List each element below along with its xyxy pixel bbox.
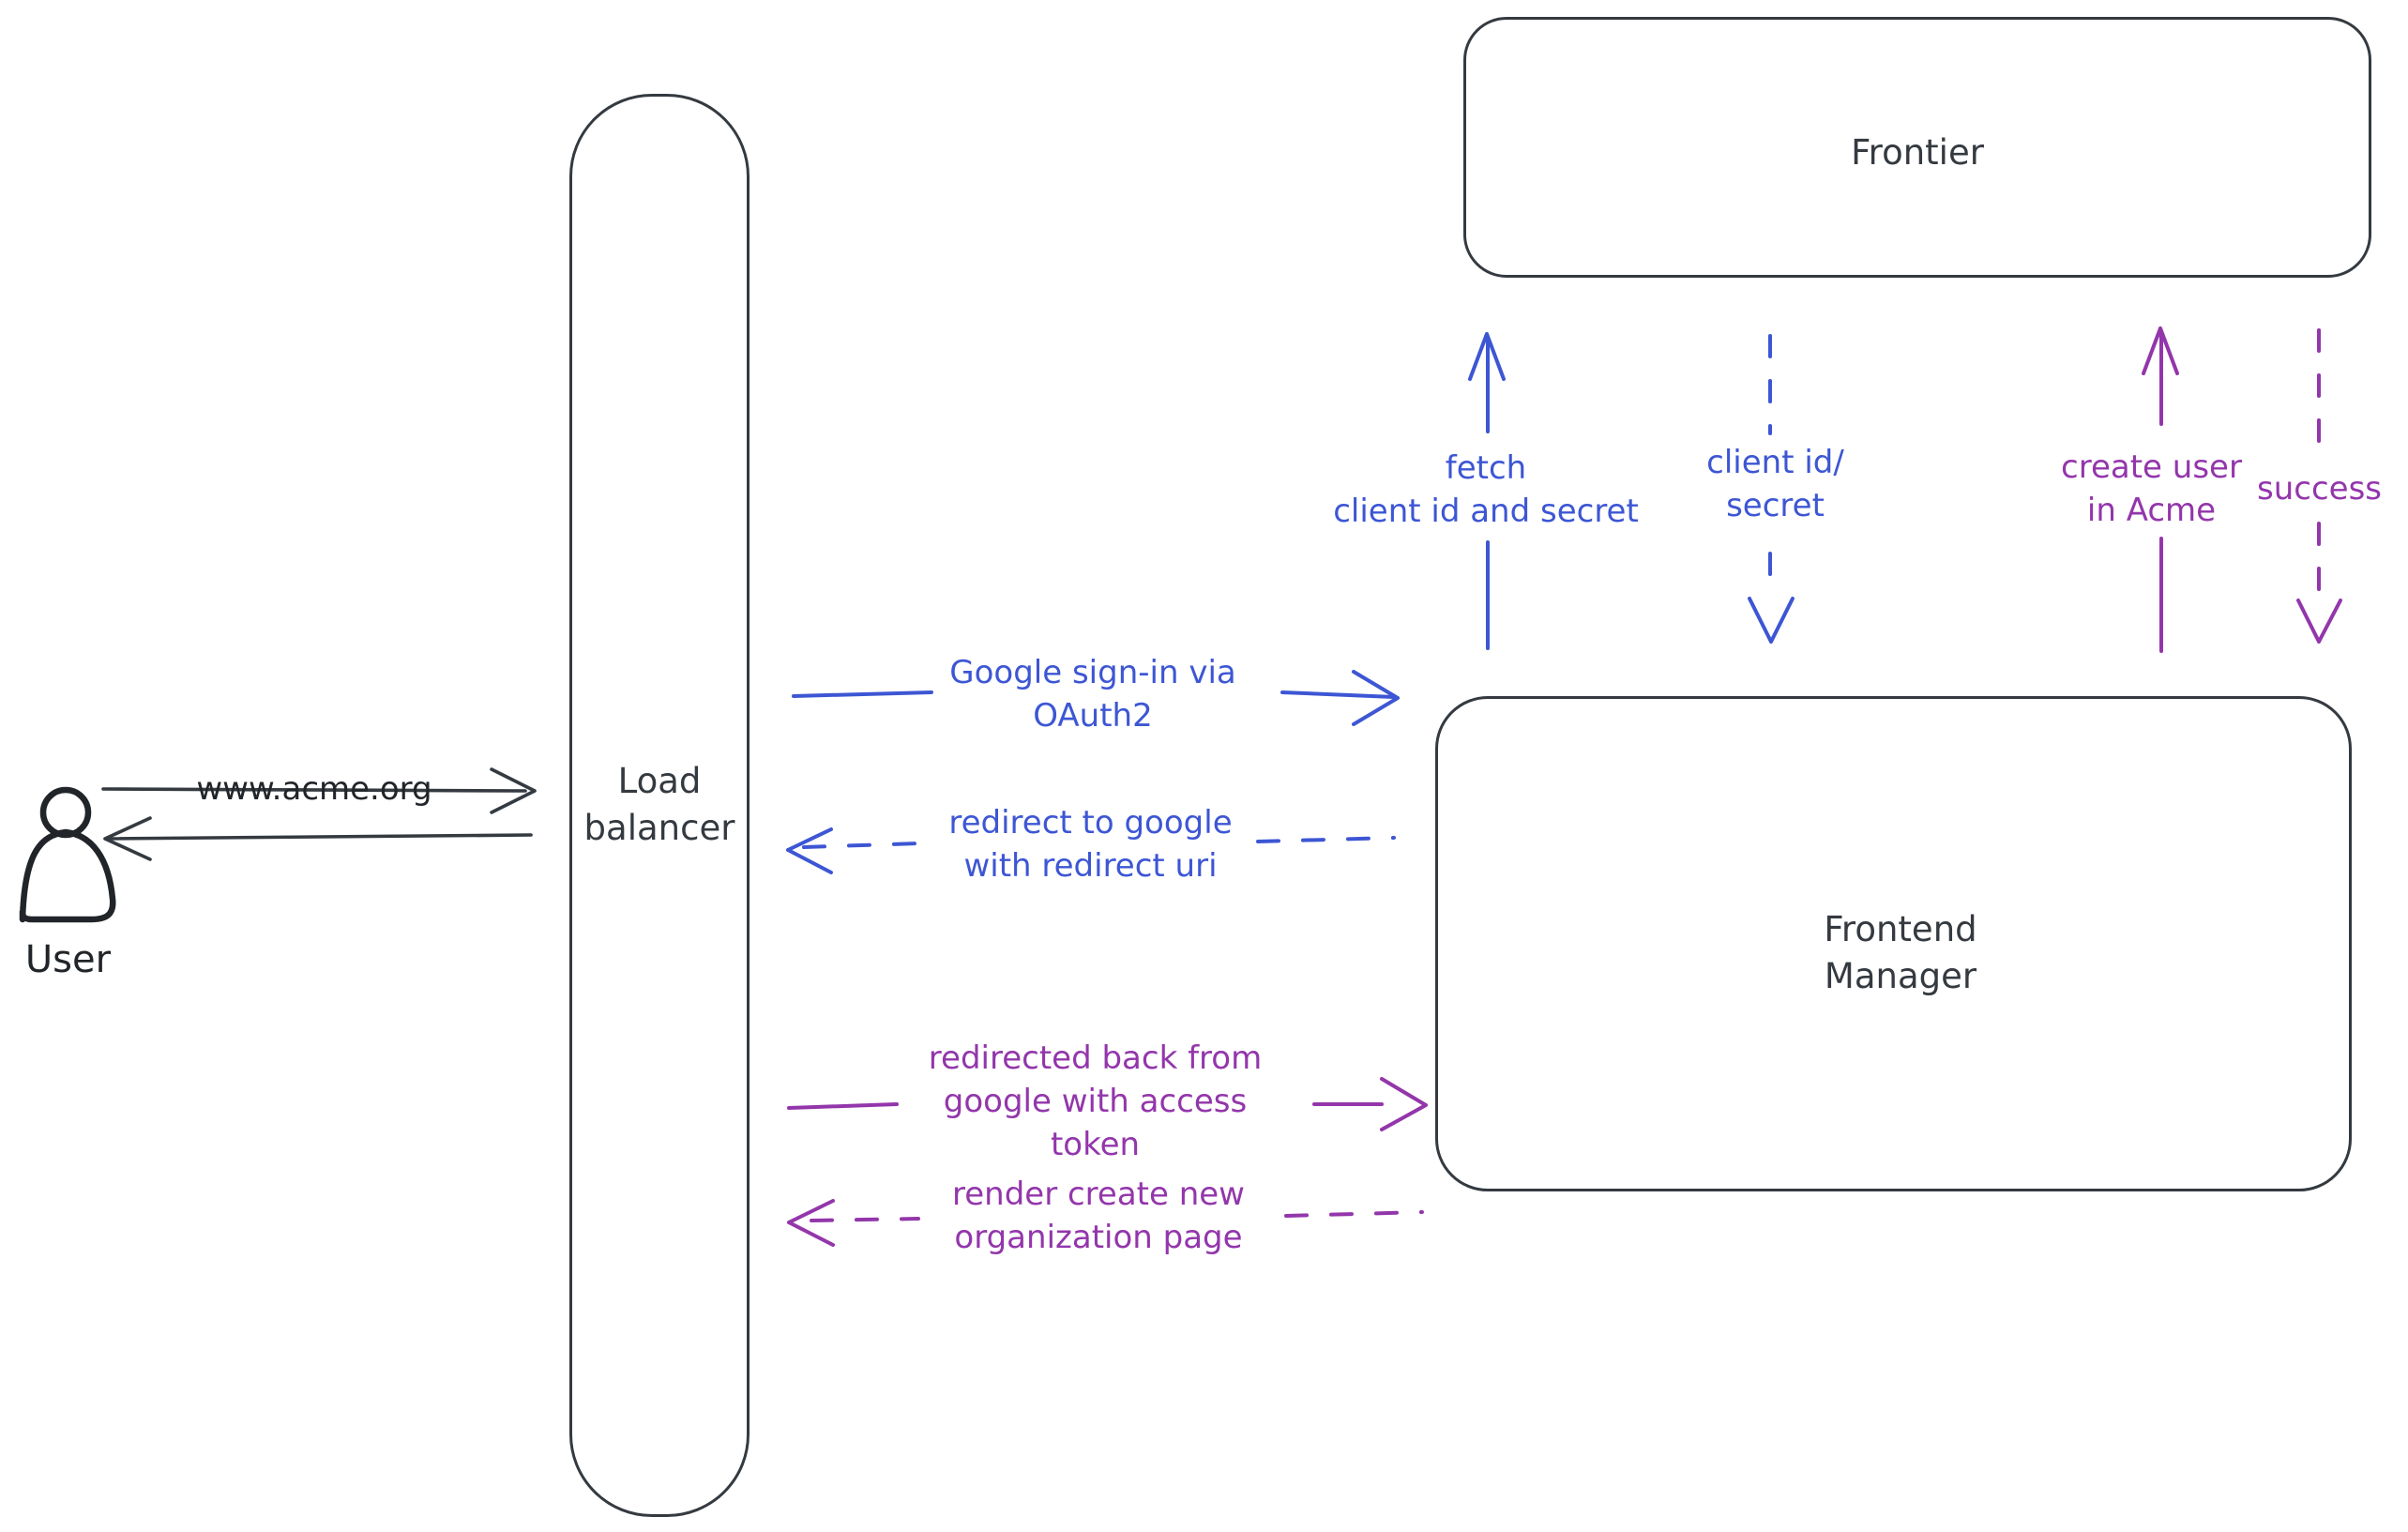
message-fetch-client-id: fetch client id and secret xyxy=(1333,449,1639,531)
user-icon xyxy=(19,786,116,923)
frontend-manager-label: Frontend Manager xyxy=(1824,909,1977,997)
message-client-id-secret: client id/ secret xyxy=(1706,444,1844,525)
user-label: User xyxy=(24,938,112,981)
node-load-balancer xyxy=(569,94,750,1517)
node-frontend-manager xyxy=(1435,696,2352,1191)
load-balancer-label: Load balancer xyxy=(583,761,735,849)
message-redirected-back: redirected back from google with access … xyxy=(928,1039,1263,1164)
message-success: success xyxy=(2257,470,2382,508)
message-redirect-to-google: redirect to google with redirect uri xyxy=(948,804,1233,886)
message-render-create-org: render create new organization page xyxy=(952,1176,1245,1257)
node-frontier xyxy=(1463,17,2371,278)
message-create-user-in-acme: create user in Acme xyxy=(2061,448,2242,530)
message-google-signin: Google sign-in via OAuth2 xyxy=(949,654,1236,736)
message-www-acme-org: www.acme.org xyxy=(196,770,432,808)
arrow-lb-to-user xyxy=(103,816,533,861)
frontier-label: Frontier xyxy=(1851,132,1984,173)
